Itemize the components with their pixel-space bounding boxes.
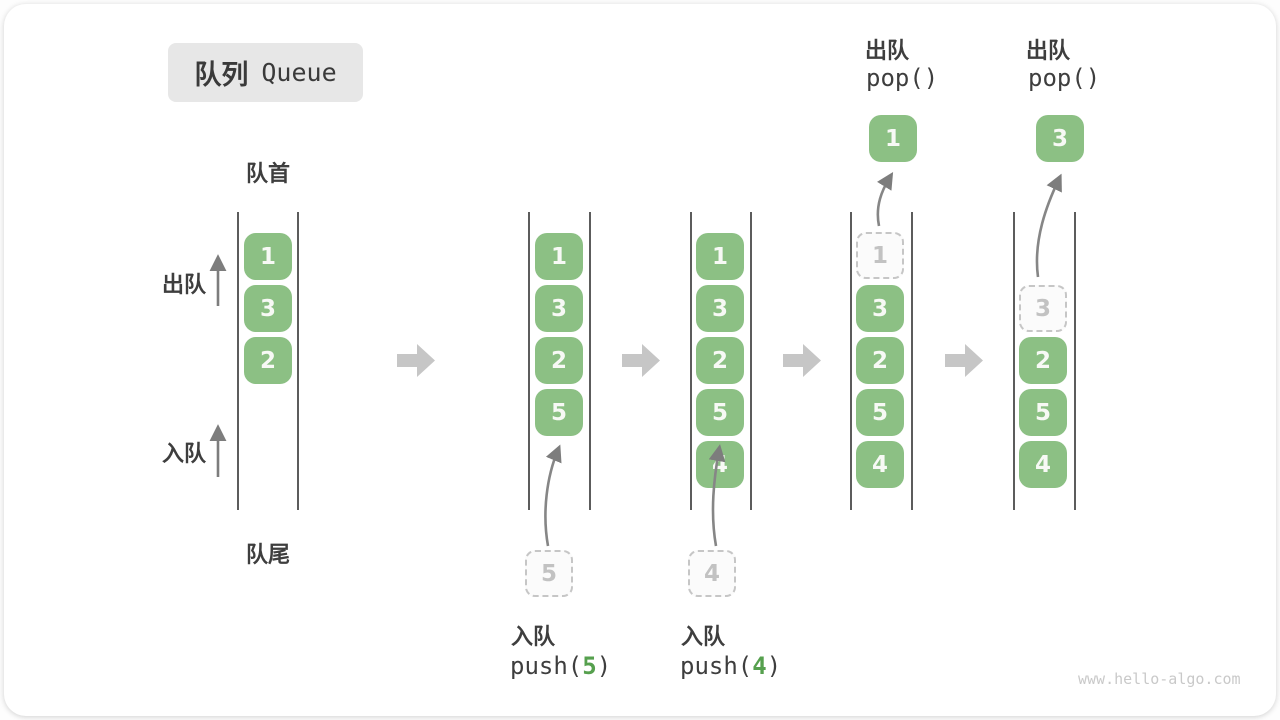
watermark: www.hello-algo.com xyxy=(1078,670,1241,688)
incoming-cell: 4 xyxy=(688,550,736,597)
op-push4-label: 入队 xyxy=(681,625,726,650)
op-push4-fn-close: ) xyxy=(766,652,782,680)
queue-cell: 1 xyxy=(535,233,583,280)
rail-state5-right xyxy=(1074,212,1076,510)
op-push5-fn: push(5) xyxy=(510,652,611,680)
rail-state1-left xyxy=(237,212,239,510)
incoming-cell: 5 xyxy=(525,550,573,597)
label-enqueue-side: 入队 xyxy=(161,442,206,467)
op-push4-fn: push(4) xyxy=(680,652,781,680)
ghost-cell: 1 xyxy=(856,232,904,279)
op-push4-arg: 4 xyxy=(752,652,767,680)
title-badge: 队列 Queue xyxy=(168,43,363,102)
queue-cell: 4 xyxy=(696,441,744,488)
queue-cell: 5 xyxy=(535,389,583,436)
label-queue-rear: 队尾 xyxy=(245,543,290,568)
op-pop1-fn: pop() xyxy=(866,64,939,92)
rail-state3-left xyxy=(690,212,692,510)
op-pop1-label: 出队 xyxy=(865,39,910,64)
queue-cell: 2 xyxy=(696,337,744,384)
rail-state4-right xyxy=(911,212,913,510)
queue-cell: 3 xyxy=(535,285,583,332)
op-pop2-label: 出队 xyxy=(1026,39,1071,64)
op-push5-fn-open: push( xyxy=(510,652,583,680)
queue-cell: 3 xyxy=(244,285,292,332)
queue-cell: 3 xyxy=(696,285,744,332)
popped-cell: 1 xyxy=(869,115,917,162)
queue-cell: 2 xyxy=(244,337,292,384)
queue-cell: 3 xyxy=(856,285,904,332)
title-zh: 队列 xyxy=(194,60,249,91)
rail-state2-right xyxy=(589,212,591,510)
ghost-cell: 3 xyxy=(1019,285,1067,332)
queue-cell: 2 xyxy=(535,337,583,384)
rail-state3-right xyxy=(750,212,752,510)
title-en: Queue xyxy=(261,58,337,87)
rail-state1-right xyxy=(297,212,299,510)
op-push5-arg: 5 xyxy=(582,652,597,680)
diagram-card xyxy=(4,4,1276,716)
rail-state4-left xyxy=(850,212,852,510)
op-push5-fn-close: ) xyxy=(596,652,612,680)
op-push4-fn-open: push( xyxy=(680,652,753,680)
queue-cell: 2 xyxy=(856,337,904,384)
op-pop2-fn: pop() xyxy=(1028,64,1101,92)
queue-cell: 4 xyxy=(1019,441,1067,488)
label-dequeue-side: 出队 xyxy=(161,273,206,298)
queue-cell: 2 xyxy=(1019,337,1067,384)
queue-cell: 4 xyxy=(856,441,904,488)
queue-cell: 5 xyxy=(696,389,744,436)
queue-cell: 1 xyxy=(244,233,292,280)
rail-state5-left xyxy=(1013,212,1015,510)
queue-cell: 1 xyxy=(696,233,744,280)
popped-cell: 3 xyxy=(1036,115,1084,162)
rail-state2-left xyxy=(528,212,530,510)
op-push5-label: 入队 xyxy=(511,625,556,650)
label-queue-front: 队首 xyxy=(245,162,290,187)
queue-cell: 5 xyxy=(1019,389,1067,436)
queue-cell: 5 xyxy=(856,389,904,436)
